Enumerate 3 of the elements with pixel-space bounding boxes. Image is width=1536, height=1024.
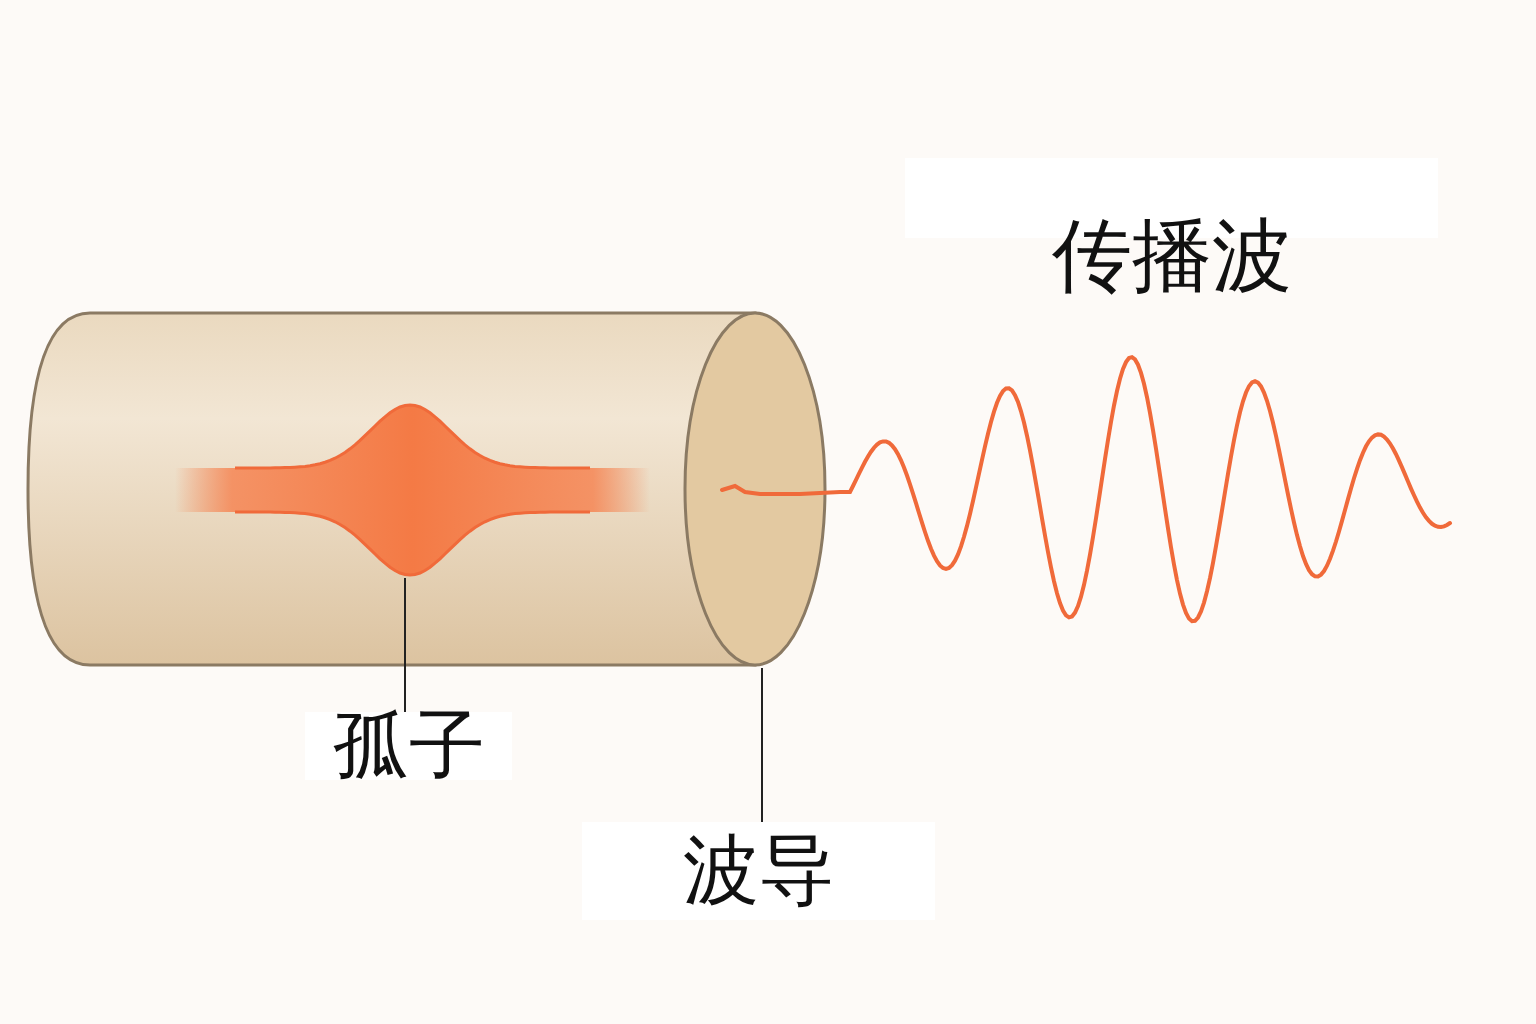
- callout-label: 波导: [582, 822, 935, 920]
- leader-line: [404, 577, 406, 713]
- leader-line: [761, 667, 763, 823]
